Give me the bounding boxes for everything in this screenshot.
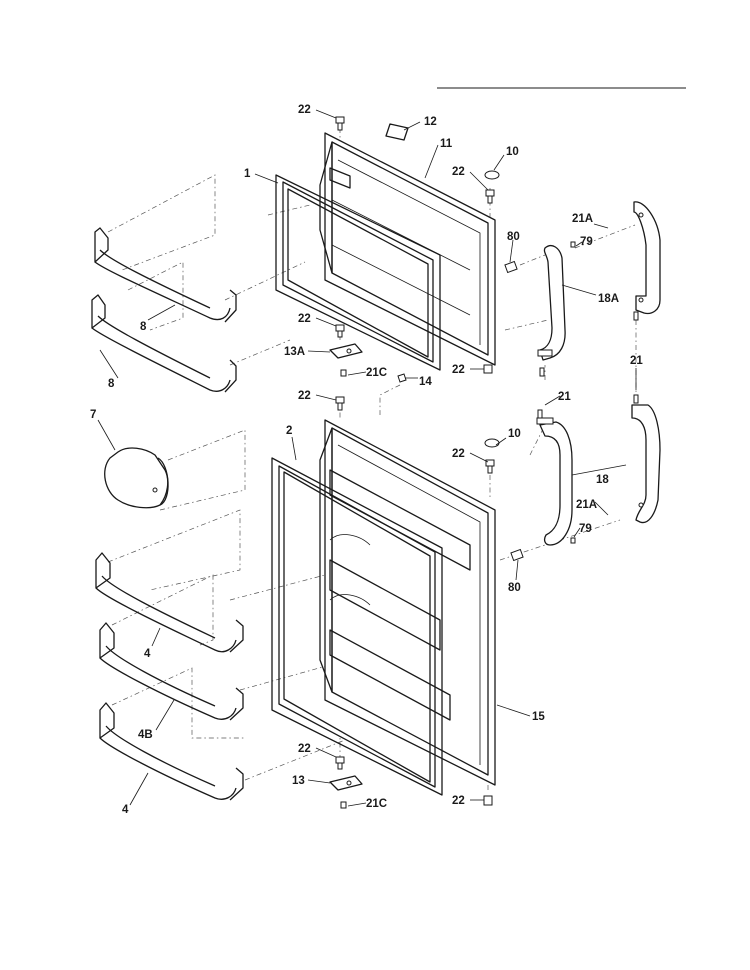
handle-18a bbox=[537, 244, 566, 361]
callout-labels: 22 12 11 10 22 1 21A 79 80 18A 8 8 22 13… bbox=[90, 104, 643, 816]
screws-21-bottom bbox=[537, 394, 639, 544]
callout-22: 22 bbox=[298, 390, 311, 402]
clip-14 bbox=[397, 373, 407, 383]
callout-22: 22 bbox=[452, 448, 465, 460]
callout-21a: 21A bbox=[572, 213, 593, 225]
callout-21c: 21C bbox=[366, 798, 387, 810]
callout-22: 22 bbox=[452, 364, 465, 376]
freezer-shelf-upper bbox=[94, 227, 237, 323]
callout-14: 14 bbox=[419, 376, 432, 388]
callout-18a: 18A bbox=[598, 293, 619, 305]
handle-trim-bottom bbox=[631, 404, 661, 524]
callout-21: 21 bbox=[630, 355, 643, 367]
door-stop-80-bottom bbox=[510, 548, 524, 562]
callout-80: 80 bbox=[507, 231, 520, 243]
hinge-13a bbox=[329, 324, 363, 377]
plug-10-top bbox=[484, 170, 500, 180]
callout-22: 22 bbox=[298, 743, 311, 755]
callout-22: 22 bbox=[452, 166, 465, 178]
callout-79: 79 bbox=[579, 523, 592, 535]
callout-18: 18 bbox=[596, 474, 609, 486]
name-plate bbox=[385, 123, 409, 141]
freezer-shelf-lower bbox=[91, 294, 237, 393]
leader-lines bbox=[97, 109, 637, 807]
callout-22: 22 bbox=[452, 795, 465, 807]
freezer-door bbox=[319, 132, 496, 366]
callout-10: 10 bbox=[506, 146, 519, 158]
screw-22-top bbox=[335, 116, 345, 131]
screw-22-right-mid bbox=[485, 459, 495, 474]
handle-trim-top bbox=[633, 201, 661, 315]
fresh-food-door bbox=[319, 419, 496, 786]
callout-79: 79 bbox=[580, 236, 593, 248]
callout-4: 4 bbox=[122, 804, 129, 816]
callout-1: 1 bbox=[244, 168, 251, 180]
screw-22-right-top bbox=[485, 189, 495, 204]
callout-8: 8 bbox=[140, 321, 147, 333]
door-stop-80-top bbox=[504, 260, 518, 274]
screw-22-mid bbox=[335, 396, 345, 411]
plug-10-bottom bbox=[484, 438, 500, 448]
callout-21: 21 bbox=[558, 391, 571, 403]
door-bin-4-upper bbox=[95, 552, 244, 653]
screw-22-bottom bbox=[483, 795, 493, 806]
callout-22: 22 bbox=[298, 313, 311, 325]
callout-7: 7 bbox=[90, 409, 96, 421]
handle-18 bbox=[536, 417, 573, 546]
screw-22-bottom-upper bbox=[483, 364, 493, 374]
butter-dish-7 bbox=[104, 447, 169, 509]
callout-13: 13 bbox=[292, 775, 305, 787]
callout-4: 4 bbox=[144, 648, 151, 660]
callout-8: 8 bbox=[108, 378, 115, 390]
callout-13a: 13A bbox=[284, 346, 305, 358]
callout-21c: 21C bbox=[366, 367, 387, 379]
fresh-food-gasket bbox=[271, 457, 443, 796]
door-bin-4-lower bbox=[99, 702, 244, 801]
callout-80: 80 bbox=[508, 582, 521, 594]
hinge-13 bbox=[329, 756, 363, 809]
callout-11: 11 bbox=[440, 138, 453, 150]
callout-2: 2 bbox=[286, 425, 292, 437]
callout-22: 22 bbox=[298, 104, 311, 116]
freezer-gasket bbox=[275, 174, 441, 371]
callout-4b: 4B bbox=[138, 729, 153, 741]
callout-15: 15 bbox=[532, 711, 545, 723]
callout-12: 12 bbox=[424, 116, 437, 128]
screws-21-top bbox=[539, 241, 639, 377]
callout-10: 10 bbox=[508, 428, 521, 440]
callout-21a: 21A bbox=[576, 499, 597, 511]
door-bin-4b bbox=[99, 622, 244, 721]
